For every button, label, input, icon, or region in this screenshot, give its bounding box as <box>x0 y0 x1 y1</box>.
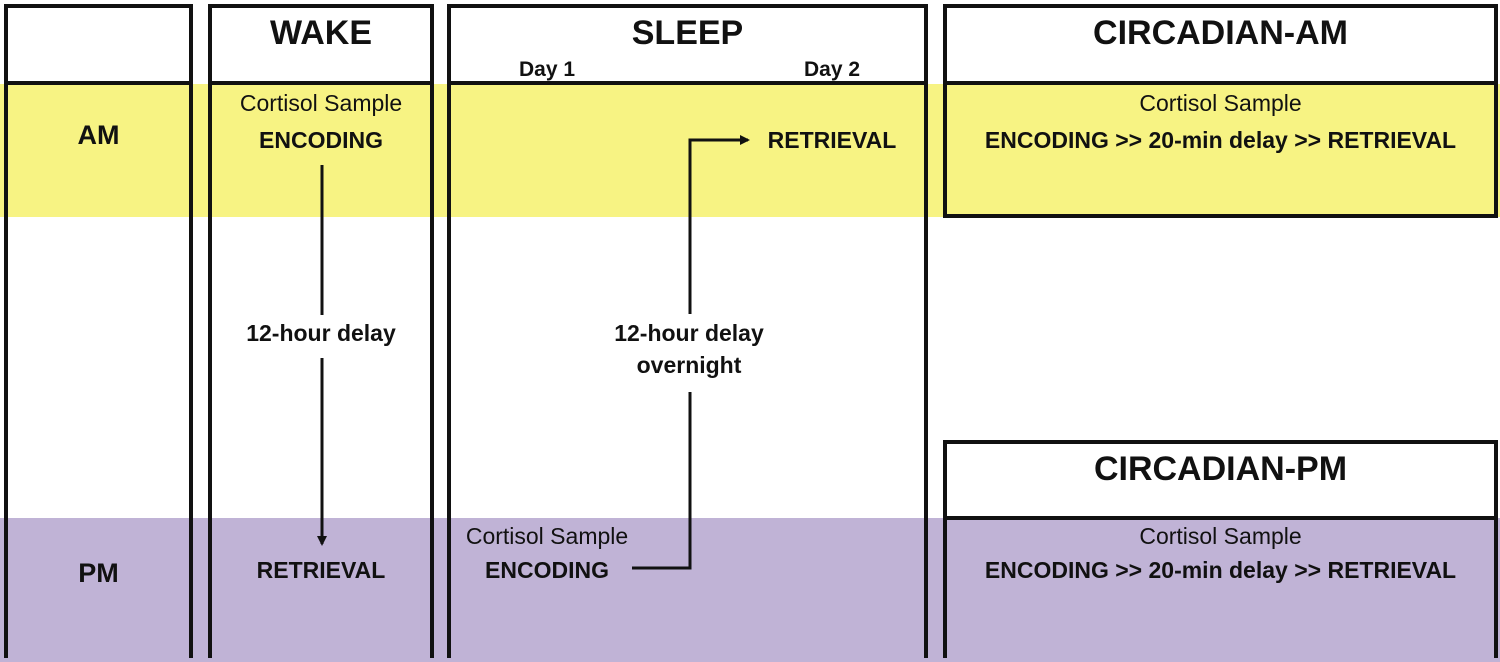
sleep-delay-label-line1: 12-hour delay <box>614 320 764 346</box>
wake-am-cortisol-sample: Cortisol Sample <box>239 90 403 116</box>
circadian-pm-sequence: ENCODING >> 20-min delay >> RETRIEVAL <box>984 557 1457 583</box>
circadian-am-sequence: ENCODING >> 20-min delay >> RETRIEVAL <box>984 127 1457 153</box>
wake-pm-retrieval: RETRIEVAL <box>256 557 386 583</box>
circadian-am-box <box>943 4 1498 218</box>
circadian-pm-box <box>943 440 1498 658</box>
row-label-column <box>4 4 193 658</box>
row-label-am: AM <box>77 120 120 150</box>
header-divider <box>943 516 1498 520</box>
pm-band <box>0 518 1500 662</box>
wake-delay-label: 12-hour delay <box>246 320 396 346</box>
wake-column <box>208 4 434 658</box>
wake-am-encoding: ENCODING <box>259 127 383 153</box>
circadian-pm-cortisol-sample: Cortisol Sample <box>1139 523 1302 549</box>
header-divider <box>4 81 193 85</box>
sleep-day1-label: Day 1 <box>518 58 576 81</box>
circadian-pm-title: CIRCADIAN-PM <box>1093 450 1348 488</box>
sleep-column <box>447 4 928 658</box>
header-divider <box>208 81 434 85</box>
row-label-pm: PM <box>78 558 119 588</box>
header-divider <box>943 81 1498 85</box>
sleep-pm-encoding: ENCODING <box>485 557 609 583</box>
circadian-am-cortisol-sample: Cortisol Sample <box>1139 90 1302 116</box>
sleep-arrow-lower <box>632 392 692 570</box>
sleep-am-retrieval: RETRIEVAL <box>767 127 897 153</box>
sleep-day2-label: Day 2 <box>803 58 861 81</box>
am-band <box>0 84 1500 217</box>
sleep-title: SLEEP <box>631 14 744 52</box>
circadian-am-title: CIRCADIAN-AM <box>1093 14 1348 52</box>
sleep-arrow-upper <box>688 135 750 314</box>
header-divider <box>447 81 928 85</box>
sleep-pm-cortisol-sample: Cortisol Sample <box>465 523 629 549</box>
sleep-delay-label-line2: overnight <box>636 352 742 378</box>
wake-title: WAKE <box>270 14 372 52</box>
